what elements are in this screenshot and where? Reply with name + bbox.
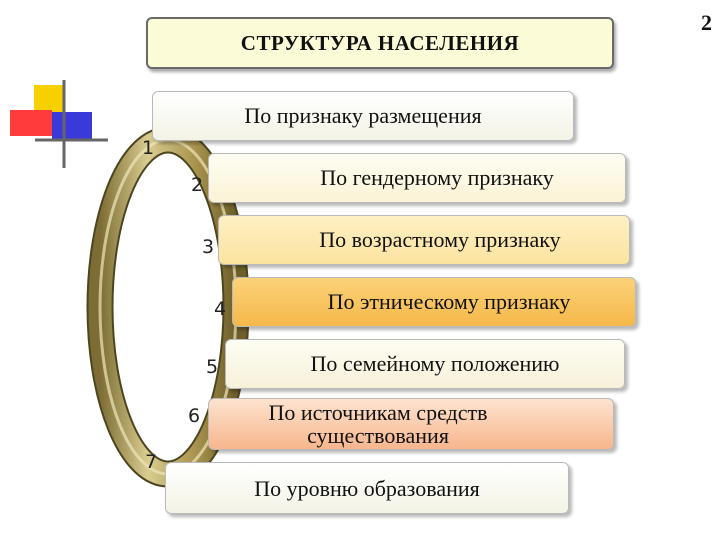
item-ethnic: По этническому признаку xyxy=(232,277,636,327)
item-number: 5 xyxy=(205,356,219,378)
item-number: 3 xyxy=(201,236,215,258)
item-education: По уровню образования xyxy=(165,462,569,514)
item-label: По признаку размещения xyxy=(244,103,482,128)
item-label: По семейному положению xyxy=(310,351,560,376)
item-number: 7 xyxy=(144,451,158,473)
item-label: По этническому признаку xyxy=(327,289,571,314)
item-age: По возрастному признаку xyxy=(218,215,630,265)
item-placement: По признаку размещения xyxy=(152,91,574,141)
item-number: 4 xyxy=(213,298,227,320)
item-label: По источникам средств существования xyxy=(268,400,488,448)
item-number: 2 xyxy=(190,174,204,196)
item-label: По гендерному признаку xyxy=(320,165,554,190)
item-number: 6 xyxy=(187,405,201,427)
decorative-logo-icon xyxy=(10,80,108,168)
item-label: По возрастному признаку xyxy=(319,227,561,252)
page-number: 2 xyxy=(701,10,712,35)
page-title: СТРУКТУРА НАСЕЛЕНИЯ xyxy=(240,31,520,55)
item-marital: По семейному положению xyxy=(225,339,625,389)
item-label: По уровню образования xyxy=(254,476,480,501)
item-gender: По гендерному признаку xyxy=(208,153,626,203)
item-livelihood: По источникам средств существования xyxy=(208,398,614,450)
item-number: 1 xyxy=(141,137,155,159)
title-box: СТРУКТУРА НАСЕЛЕНИЯ xyxy=(146,17,614,69)
